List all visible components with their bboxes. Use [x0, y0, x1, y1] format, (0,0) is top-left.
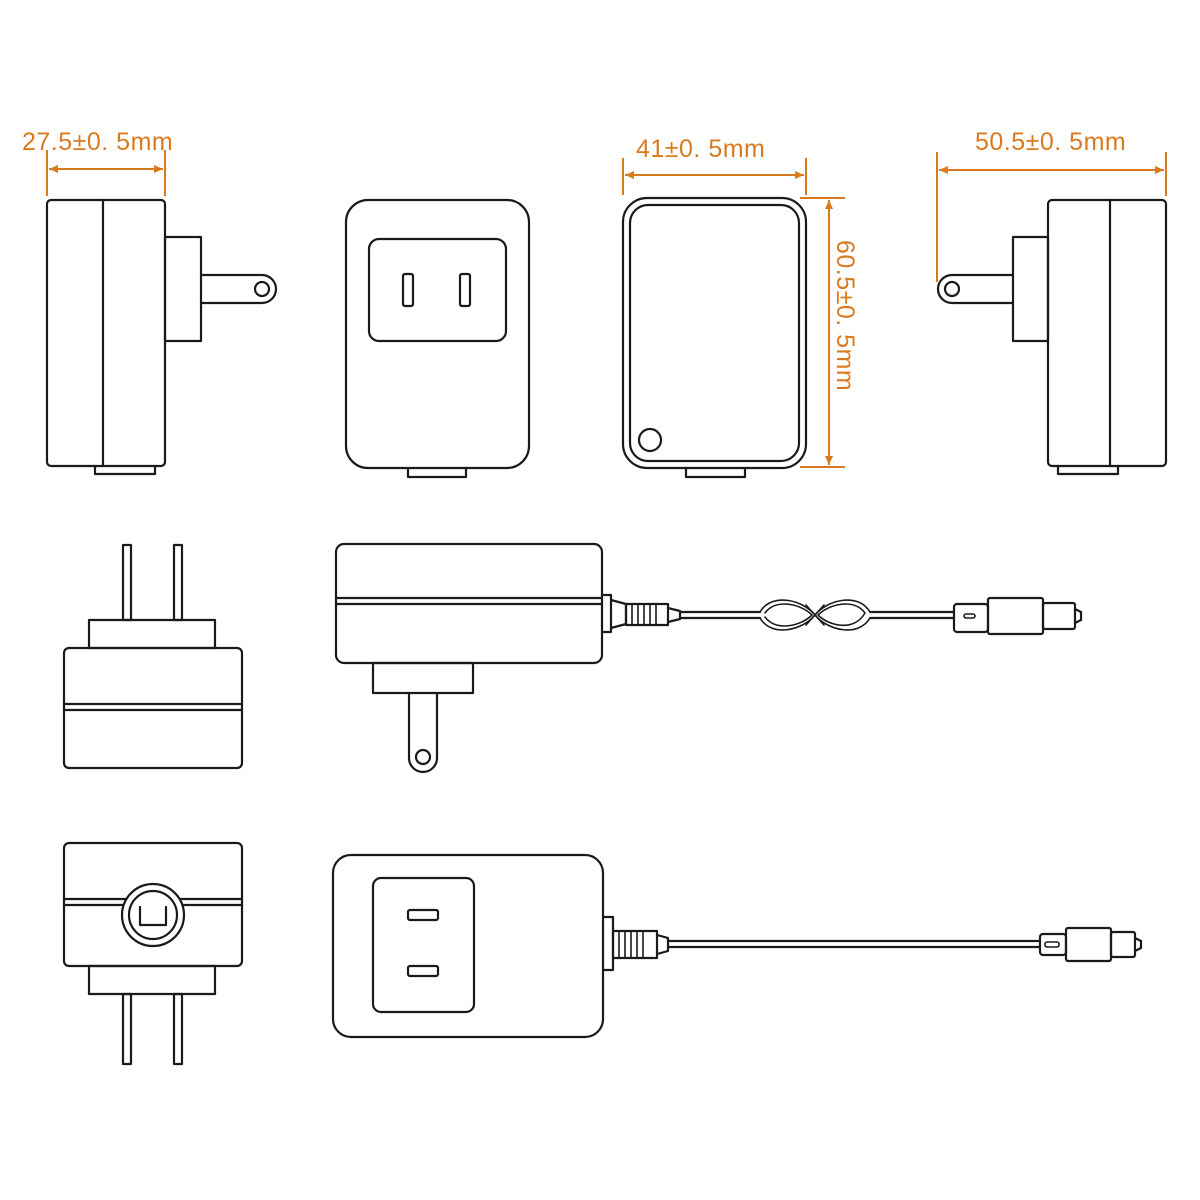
end-view-prongs-down — [62, 841, 244, 1066]
dimension-label-total-depth: 50.5±0. 5mm — [975, 128, 1126, 156]
back-view: 41±0. 5mm 60.5±0. 5mm — [621, 135, 859, 479]
top-view-with-cable — [334, 542, 1083, 774]
dimension-label-depth: 27.5±0. 5mm — [22, 128, 173, 156]
front-view-with-cable — [331, 853, 1143, 1039]
front-view-socket — [344, 198, 531, 479]
side-view-left: 27.5±0. 5mm — [22, 128, 278, 476]
end-view-prongs-up — [62, 543, 244, 770]
dimension-label-height: 60.5±0. 5mm — [831, 240, 859, 391]
dimension-label-width: 41±0. 5mm — [636, 135, 765, 163]
side-view-right: 50.5±0. 5mm — [936, 128, 1168, 476]
